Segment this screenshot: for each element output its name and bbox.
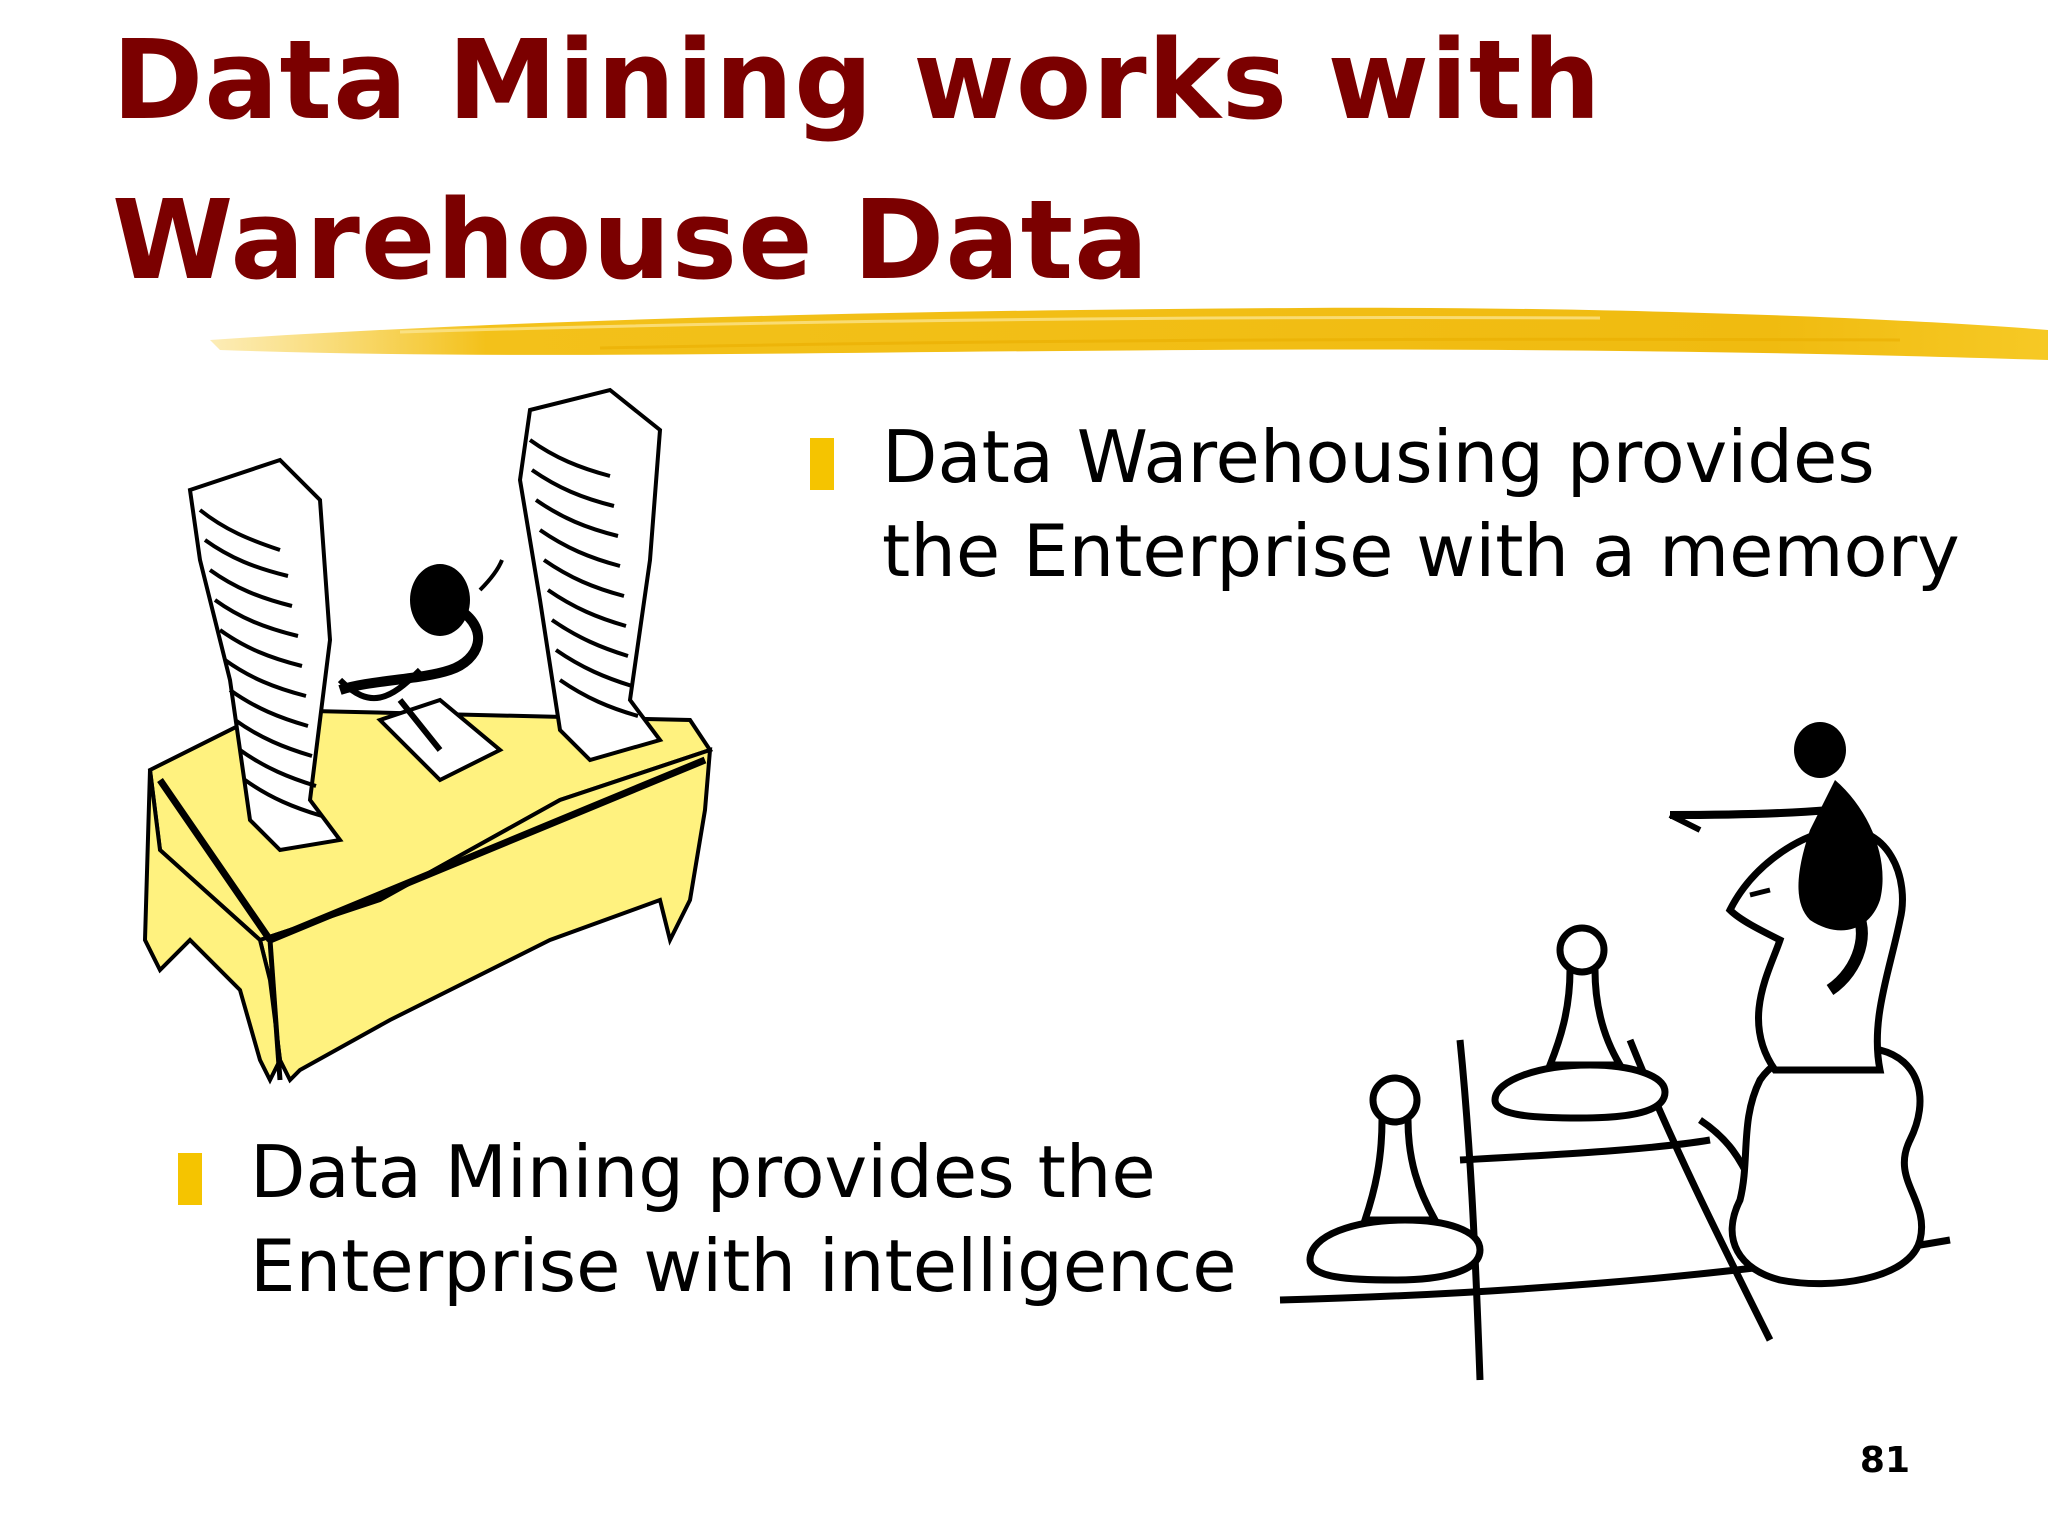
- bullet-marker: [178, 1153, 202, 1205]
- bullet-text-warehousing: Data Warehousing provides the Enterprise…: [882, 415, 1960, 593]
- bullet-text-mining: Data Mining provides the Enterprise with…: [250, 1130, 1237, 1308]
- title-line-1: Data Mining works with: [112, 16, 1602, 144]
- slide-title: Data Mining works with Warehouse Data: [112, 0, 1912, 320]
- title-underline-brush: [210, 307, 2048, 360]
- person-at-desk-with-paper-stacks-icon: [142, 387, 714, 1085]
- page-number: 81: [1859, 1440, 1910, 1481]
- bullet-marker: [810, 438, 834, 490]
- person-on-chess-knight-icon: [1279, 722, 1951, 1381]
- title-line-2: Warehouse Data: [112, 176, 1150, 304]
